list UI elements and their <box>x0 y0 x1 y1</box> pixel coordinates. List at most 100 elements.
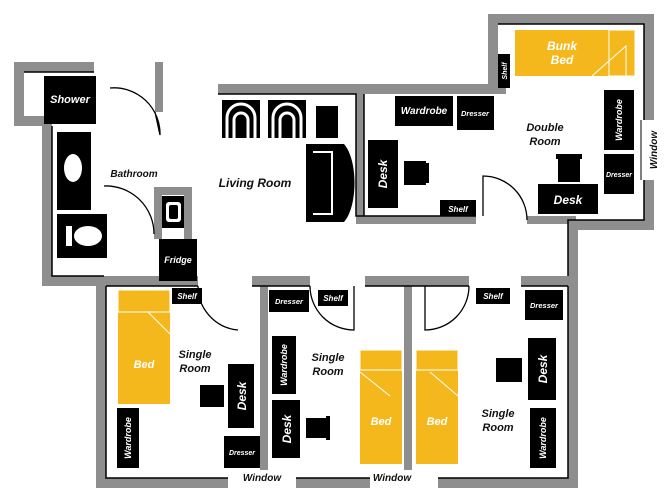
desk-double-left-label: Desk <box>376 158 390 188</box>
wardrobe-single-middle-label: Wardrobe <box>279 344 289 386</box>
bunk-bed-pillow <box>608 29 636 77</box>
bunk-bed <box>515 30 635 76</box>
wardrobe-single-left-label: Wardrobe <box>123 417 133 459</box>
desk-double-right <box>538 184 598 214</box>
door-single-right <box>424 285 470 331</box>
dresser-single-left-label: Dresser <box>229 450 256 457</box>
shower <box>44 76 96 124</box>
shelf-single-middle-label: Shelf <box>323 294 344 303</box>
desk-single-left-label: Desk <box>235 380 249 410</box>
armchair-arch <box>271 102 303 138</box>
wardrobe-single-right-label: Wardrobe <box>538 417 548 459</box>
wall <box>14 62 24 124</box>
wardrobe-single-right <box>530 408 556 468</box>
wall <box>154 187 162 239</box>
wall <box>365 276 469 286</box>
bed-pillow <box>359 349 403 371</box>
wardrobe-double-right-label: Wardrobe <box>614 99 624 141</box>
armchair-arch-inner <box>232 111 250 138</box>
single-room-right-label-1: Single <box>481 408 514 420</box>
single-room-middle-label-1: Single <box>311 352 344 364</box>
shelf-double-small-label: Shelf <box>502 62 509 80</box>
wall <box>96 276 198 286</box>
bunk-bed-fold <box>591 44 627 77</box>
toilet-tank <box>66 226 72 246</box>
outline <box>105 286 569 479</box>
wall <box>96 276 106 486</box>
armchair-arch <box>225 102 257 138</box>
bed-fold <box>359 371 391 397</box>
chair-back <box>425 163 429 183</box>
outline <box>218 93 476 217</box>
side-table <box>316 106 338 138</box>
doors <box>103 87 528 331</box>
chair-single-middle <box>306 418 328 438</box>
desk-single-right-label: Desk <box>536 353 550 383</box>
bed-single-middle-label: Bed <box>371 416 392 428</box>
wall <box>527 216 576 224</box>
desk-double-left <box>368 140 398 208</box>
chair-single-right <box>500 358 522 382</box>
chair-double-left <box>404 161 426 185</box>
windows <box>228 120 662 496</box>
fridge-label: Fridge <box>164 255 192 265</box>
dresser-single-middle-label: Dresser <box>275 297 304 306</box>
door-bathroom-side <box>103 185 155 235</box>
desk-single-left <box>228 364 254 428</box>
bed-single-left-label: Bed <box>134 359 155 371</box>
wall <box>488 14 498 86</box>
door-bathroom-top <box>109 87 161 136</box>
stove-burner-inner <box>169 205 178 219</box>
window-single-left-label: Window <box>243 473 282 484</box>
window-single-right <box>370 470 438 496</box>
wall <box>155 62 163 112</box>
window-double <box>636 120 662 180</box>
desk-double-right-label: Desk <box>554 193 584 207</box>
double-room-label-2: Room <box>529 136 560 148</box>
sink-basin <box>64 154 82 182</box>
bed-single-left <box>118 290 170 404</box>
outline <box>498 23 645 276</box>
bed-pillow <box>117 289 171 313</box>
bunk-bed-label-2: Bed <box>551 53 574 67</box>
sofa-seat <box>313 151 333 215</box>
shelf-single-right <box>476 288 510 304</box>
wall <box>356 94 364 224</box>
wall <box>252 276 310 286</box>
wall <box>260 284 268 478</box>
chair-single-left <box>204 385 224 407</box>
fridge <box>159 239 197 281</box>
shelf-double-label: Shelf <box>448 205 469 214</box>
shower-label: Shower <box>50 94 90 106</box>
dresser-double-top <box>457 96 494 130</box>
wall <box>154 187 190 195</box>
shelf-double-small <box>498 54 510 88</box>
bed-pillow <box>415 349 459 371</box>
wardrobe-single-left <box>117 408 139 468</box>
single-room-right-label-2: Room <box>482 422 513 434</box>
bathroom-label: Bathroom <box>110 169 157 180</box>
wall <box>404 284 412 478</box>
door-double-room <box>482 175 528 221</box>
wardrobe-double-top-label: Wardrobe <box>401 106 448 117</box>
wall <box>568 220 578 296</box>
wall <box>42 276 104 286</box>
wardrobe-single-middle <box>272 336 296 394</box>
armchair-left <box>222 100 260 138</box>
wall <box>14 116 50 126</box>
wall-outlines <box>24 23 645 479</box>
chair-back <box>556 154 582 159</box>
living-room-label: Living Room <box>219 176 292 190</box>
wall <box>521 276 578 286</box>
bunk-bed-label-1: Bunk <box>547 39 578 53</box>
window-single-right-label: Window <box>373 473 412 484</box>
desk-single-middle <box>272 400 300 458</box>
armchair-arch-inner <box>278 111 296 138</box>
window-single-left <box>228 470 296 496</box>
dresser-single-right <box>525 290 563 320</box>
shelf-single-left-label: Shelf <box>177 292 198 301</box>
double-room-label-1: Double <box>526 122 563 134</box>
door-single-middle <box>309 285 355 331</box>
shelf-single-middle <box>318 290 348 306</box>
